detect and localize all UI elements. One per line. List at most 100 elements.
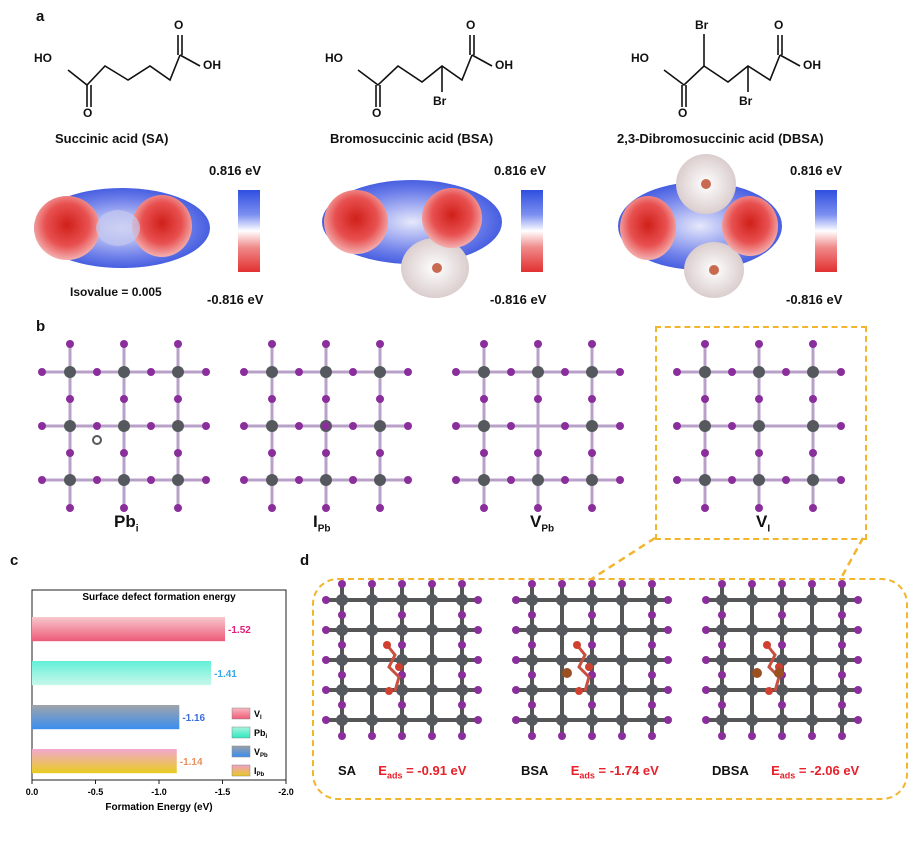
iodine-atom <box>295 422 303 430</box>
interstitial-lead-atom <box>92 435 102 445</box>
lead-atom <box>806 714 818 726</box>
lead-atom <box>336 624 348 636</box>
iodine-atom <box>588 580 596 588</box>
iodine-atom <box>718 611 726 619</box>
oxygen-atom <box>575 687 583 695</box>
lead-atom <box>616 714 628 726</box>
iodine-atom <box>322 686 330 694</box>
iodine-atom <box>854 686 862 694</box>
lead-atom <box>366 654 378 666</box>
iodine-atom <box>778 732 786 740</box>
lead-atom <box>646 654 658 666</box>
iodine-atom <box>728 476 736 484</box>
lead-atom <box>526 594 538 606</box>
lead-atom <box>807 474 819 486</box>
bar-Pb_i <box>32 661 212 686</box>
iodine-atom <box>837 476 845 484</box>
ads-row-bsa: BSA Eads = -1.74 eV <box>521 762 659 781</box>
iodine-atom <box>120 449 128 457</box>
iodine-atom <box>474 716 482 724</box>
ads-energy-bsa: Eads = -1.74 eV <box>570 763 659 781</box>
iodine-atom <box>452 476 460 484</box>
adsorption-lattices <box>322 580 862 740</box>
iodine-atom <box>474 626 482 634</box>
lead-atom <box>753 474 765 486</box>
lead-atom <box>753 420 765 432</box>
bsa-oh-label: OH <box>495 58 513 72</box>
lead-atom <box>753 366 765 378</box>
iodine-atom <box>534 504 542 512</box>
iodine-atom <box>755 340 763 348</box>
lead-atom <box>478 474 490 486</box>
legend-swatch <box>231 707 251 720</box>
sa-esp-min: -0.816 eV <box>207 292 264 307</box>
iodine-atom <box>701 504 709 512</box>
iodine-atom <box>701 340 709 348</box>
lead-atom <box>426 714 438 726</box>
lead-atom <box>396 714 408 726</box>
iodine-atom <box>528 611 536 619</box>
lead-atom <box>646 624 658 636</box>
sa-o-top-label: O <box>174 18 184 32</box>
iodine-atom <box>398 611 406 619</box>
lead-atom <box>836 654 848 666</box>
antisite-iodine-atom <box>322 422 330 430</box>
lead-atom <box>396 594 408 606</box>
iodine-atom <box>616 368 624 376</box>
lead-atom <box>426 684 438 696</box>
iodine-atom <box>322 596 330 604</box>
dbsa-br-top-label: Br <box>695 18 709 32</box>
iodine-atom <box>778 580 786 588</box>
lead-atom <box>586 684 598 696</box>
iodine-atom <box>837 368 845 376</box>
ads-energy-sa: Eads = -0.91 eV <box>378 763 467 781</box>
iodine-atom <box>480 395 488 403</box>
oxygen-atom <box>573 641 581 649</box>
iodine-atom <box>838 580 846 588</box>
panel-label-c: c <box>10 552 19 569</box>
iodine-atom <box>512 686 520 694</box>
iodine-atom <box>38 422 46 430</box>
iodine-atom <box>404 476 412 484</box>
sa-ho-label: HO <box>34 51 52 65</box>
lead-atom <box>807 420 819 432</box>
lead-atom <box>172 366 184 378</box>
iodine-atom <box>368 732 376 740</box>
iodine-atom <box>778 701 786 709</box>
lead-atom <box>556 594 568 606</box>
isovalue-label: Isovalue = 0.005 <box>70 285 162 299</box>
lead-atom <box>556 684 568 696</box>
iodine-atom <box>376 504 384 512</box>
lattice-vpb <box>452 340 624 512</box>
iodine-atom <box>458 701 466 709</box>
iodine-atom <box>561 368 569 376</box>
iodine-atom <box>452 422 460 430</box>
x-tick-label: -0.5 <box>88 787 104 797</box>
iodine-atom <box>588 611 596 619</box>
iodine-atom <box>702 656 710 664</box>
iodine-atom <box>782 368 790 376</box>
iodine-atom <box>322 340 330 348</box>
iodine-atom <box>809 504 817 512</box>
iodine-atom <box>428 580 436 588</box>
iodine-atom <box>854 716 862 724</box>
lead-atom <box>118 366 130 378</box>
iodine-atom <box>755 395 763 403</box>
lead-atom <box>836 594 848 606</box>
iodine-atom <box>120 395 128 403</box>
lead-atom <box>776 624 788 636</box>
iodine-atom <box>558 580 566 588</box>
dbsa-name: 2,3-Dibromosuccinic acid (DBSA) <box>617 131 824 146</box>
dbsa-esp-surface <box>618 154 782 298</box>
ads-row-dbsa: DBSA Eads = -2.06 eV <box>712 762 859 781</box>
lead-atom <box>616 654 628 666</box>
lead-atom <box>836 684 848 696</box>
iodine-atom <box>428 732 436 740</box>
iodine-atom <box>854 596 862 604</box>
iodine-atom <box>618 732 626 740</box>
lead-atom <box>836 624 848 636</box>
iodine-atom <box>648 580 656 588</box>
iodine-atom <box>528 732 536 740</box>
iodine-atom <box>240 476 248 484</box>
iodine-atom <box>701 449 709 457</box>
